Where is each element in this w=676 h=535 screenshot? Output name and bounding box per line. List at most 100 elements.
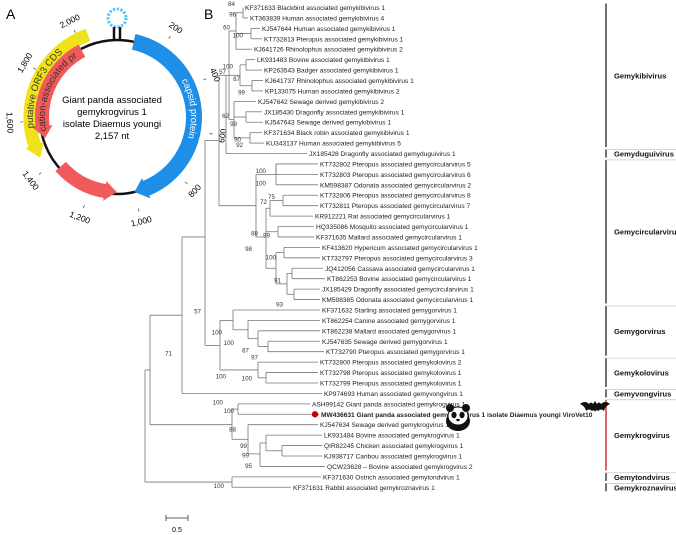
genome-tick-label: 800: [186, 182, 203, 199]
taxon-label: KT732790 Pteropus associated gemygorviru…: [326, 349, 465, 356]
genus-label: Gemykrogvirus: [614, 431, 670, 440]
taxon-label: ASH99142 Giant panda associated gemykrog…: [312, 401, 466, 408]
bootstrap-value: 88: [229, 427, 236, 434]
genome-tick-label: 2,000: [58, 12, 82, 30]
taxon-label: KJ547635 Sewage derived gemygorvirus 1: [322, 339, 448, 346]
taxon-label: KP133075 Human associated gemykibivirus …: [265, 88, 400, 95]
taxon-label: KT732802 Pteropus associated gemycircula…: [320, 161, 471, 168]
bootstrap-value: 100: [233, 32, 244, 39]
genus-label: Gemyduguivirus: [614, 150, 674, 159]
taxon-label: KF371632 Starling associated gemygorviru…: [322, 307, 457, 314]
taxon-label: KF371634 Black robin associated gemykibi…: [264, 130, 410, 137]
taxon-label: JX185428 Dragonfly associated gemyduguiv…: [309, 151, 456, 158]
genome-tick: [203, 78, 207, 81]
phylogenetic-tree: [144, 7, 325, 488]
panel-a-label: A: [6, 6, 16, 22]
genus-label: Gemykibivirus: [614, 71, 666, 80]
taxon-label: KF413620 Hypericum associated gemycircul…: [322, 245, 478, 252]
genus-label: Gemykroznavirus: [614, 483, 676, 492]
genome-tick: [168, 35, 171, 39]
taxon-label: KT732799 Pteropus associated gemykolovir…: [320, 380, 462, 387]
taxon-label: KT363839 Human associated gemykibivirus …: [250, 15, 384, 22]
bootstrap-value: 57: [219, 69, 226, 76]
taxon-label: KP974693 Human associated gemyvongvirus …: [324, 391, 463, 398]
bootstrap-value: 100: [216, 373, 227, 380]
taxon-label: KF371630 Ostrich associated gemytondviru…: [323, 474, 460, 481]
taxon-label: LK931484 Bovine associated gemykrogvirus…: [324, 433, 460, 440]
taxon-label: QIR82245 Chicken associated gemykrogviru…: [324, 443, 464, 450]
taxon-label: KT862238 Mallard associated gemygorvirus…: [322, 328, 456, 335]
genome-tick-label: 1,000: [130, 214, 153, 229]
bootstrap-values: 8496601005710087996299909210072758810098…: [165, 1, 283, 490]
taxon-label: KT732806 Pteropus associated gemycircula…: [320, 193, 471, 200]
genome-tick: [33, 67, 37, 70]
genus-label: Gemykolovirus: [614, 369, 669, 378]
stem-loop-icon: [106, 7, 128, 29]
taxon-label: KF371635 Mallard associated gemycircular…: [316, 234, 462, 241]
taxon-label: KU343137 Human associated gemykibivirus …: [266, 141, 401, 148]
bootstrap-value: 87: [233, 76, 240, 83]
genus-label: Gemygorvirus: [614, 327, 666, 336]
bootstrap-value: 100: [224, 340, 235, 347]
scale-bar-label: 0.5: [172, 527, 182, 534]
bootstrap-value: 90: [234, 137, 241, 144]
rep-exon-2-arc: [55, 161, 117, 201]
taxon-label: KF371633 Blackbird associated gemykibivi…: [245, 5, 385, 12]
bootstrap-value: 99: [230, 121, 237, 128]
bootstrap-value: 98: [245, 246, 252, 253]
genus-label: Gemycircularvirus: [614, 228, 676, 237]
genome-tick-label: 1,800: [15, 51, 35, 75]
taxa-labels: KF371633 Blackbird associated gemykibivi…: [245, 5, 593, 492]
feature-arcs: [23, 28, 202, 201]
genome-name-line-3: isolate Diaemus youngi: [63, 119, 161, 130]
panda-icon: [446, 404, 470, 431]
orf3-arc: [23, 28, 91, 158]
genome-length: 2,157 nt: [95, 131, 130, 142]
taxon-label: KJ547643 Sewage derived gemykibivirus 1: [265, 120, 391, 127]
taxon-label: LK931483 Bovine associated gemykibivirus…: [257, 57, 390, 64]
genome-tick-label: 1,400: [20, 169, 41, 192]
bootstrap-value: 92: [236, 142, 243, 149]
genome-tick-label: 1,600: [5, 112, 16, 134]
panel-a: A 2004006008001,0001,2001,4001,6001,8002…: [0, 0, 229, 229]
bootstrap-value: 100: [223, 64, 234, 71]
bootstrap-value: 72: [260, 199, 267, 206]
genome-tick-label: 200: [167, 20, 185, 36]
genome-tick: [83, 205, 85, 209]
bootstrap-value: 100: [242, 375, 253, 382]
highlight-marker: [311, 411, 319, 418]
genome-tick: [38, 172, 42, 175]
bootstrap-value: 93: [276, 301, 283, 308]
bootstrap-value: 60: [223, 24, 230, 31]
bootstrap-value: 99: [242, 453, 249, 460]
genus-brackets: GemykibivirusGemyduguivirusGemycircularv…: [605, 3, 676, 492]
bootstrap-value: 71: [165, 350, 172, 357]
genus-label: Gemytondvirus: [614, 473, 670, 482]
taxon-label: HQ335086 Mosquito associated gemycircula…: [316, 224, 469, 231]
capsid-protein-arc: [131, 34, 202, 199]
bootstrap-value: 100: [266, 254, 277, 261]
taxon-label: KT862254 Canine associated gemygorvirus …: [322, 318, 456, 325]
bootstrap-value: 88: [251, 230, 258, 237]
genome-tick: [184, 181, 188, 185]
genome-center-text: Giant panda associated gemykrogvirus 1 i…: [62, 95, 162, 142]
taxon-label: KR912221 Rat associated gemycircularviru…: [315, 214, 451, 221]
taxon-label: KT732797 Pteropus associated gemycircula…: [322, 255, 473, 262]
taxon-label: JX185429 Dragonfly associated gemycircul…: [322, 287, 474, 294]
bootstrap-value: 57: [194, 309, 201, 316]
taxon-label: KP263543 Badger associated gemykibivirus…: [264, 68, 399, 75]
taxon-label: KF371631 Rabbit associated gemykroznavir…: [293, 485, 435, 492]
bootstrap-value: 99: [263, 233, 270, 240]
taxon-label: KT732813 Pteropus associated gemykibivir…: [264, 36, 404, 43]
taxon-label: KM598387 Odonata associated gemycircular…: [320, 182, 471, 189]
taxon-label: QCW23628 – Bovine associated gemykrogvir…: [327, 464, 473, 471]
genome-tick: [209, 133, 213, 135]
bootstrap-value: 75: [268, 194, 275, 201]
taxon-label: JQ412056 Cassava associated gemycircular…: [325, 266, 475, 273]
taxon-label: JX185430 Dragonfly associated gemykibivi…: [264, 109, 405, 116]
taxon-label: KT862253 Bovine associated gemycircularv…: [327, 276, 472, 283]
taxon-label: KT732800 Pteropus associated gemykolovir…: [320, 360, 462, 367]
bootstrap-value: 97: [251, 355, 258, 362]
taxon-label: KJ547642 Sewage derived gemykibivirus 2: [258, 99, 384, 106]
